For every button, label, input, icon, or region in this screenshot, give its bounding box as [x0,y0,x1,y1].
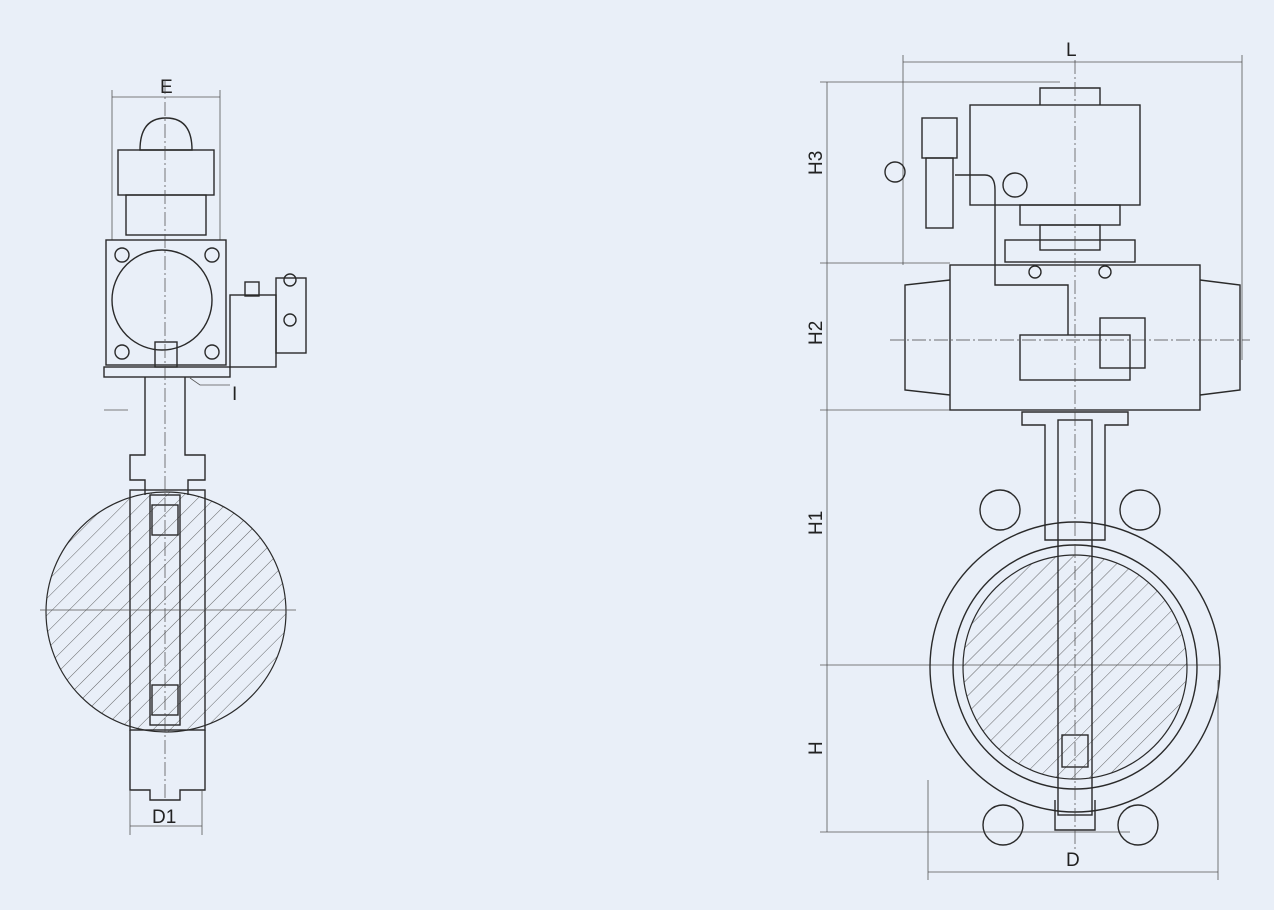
dimension-l-label: L [1066,40,1077,61]
dimension-e-label: E [160,77,173,98]
front-view: L H3 H2 H1 H D [806,40,1250,880]
dimension-h-label: H [806,741,827,755]
dimension-h3-label: H3 [806,151,827,175]
leader-i-label: I [232,384,237,405]
dimension-h2-label: H2 [806,321,827,345]
dimension-d1-label: D1 [152,807,176,828]
side-view: E I D1 [40,77,307,835]
dimension-d-label: D [1066,850,1080,871]
dimension-h1-label: H1 [806,511,827,535]
